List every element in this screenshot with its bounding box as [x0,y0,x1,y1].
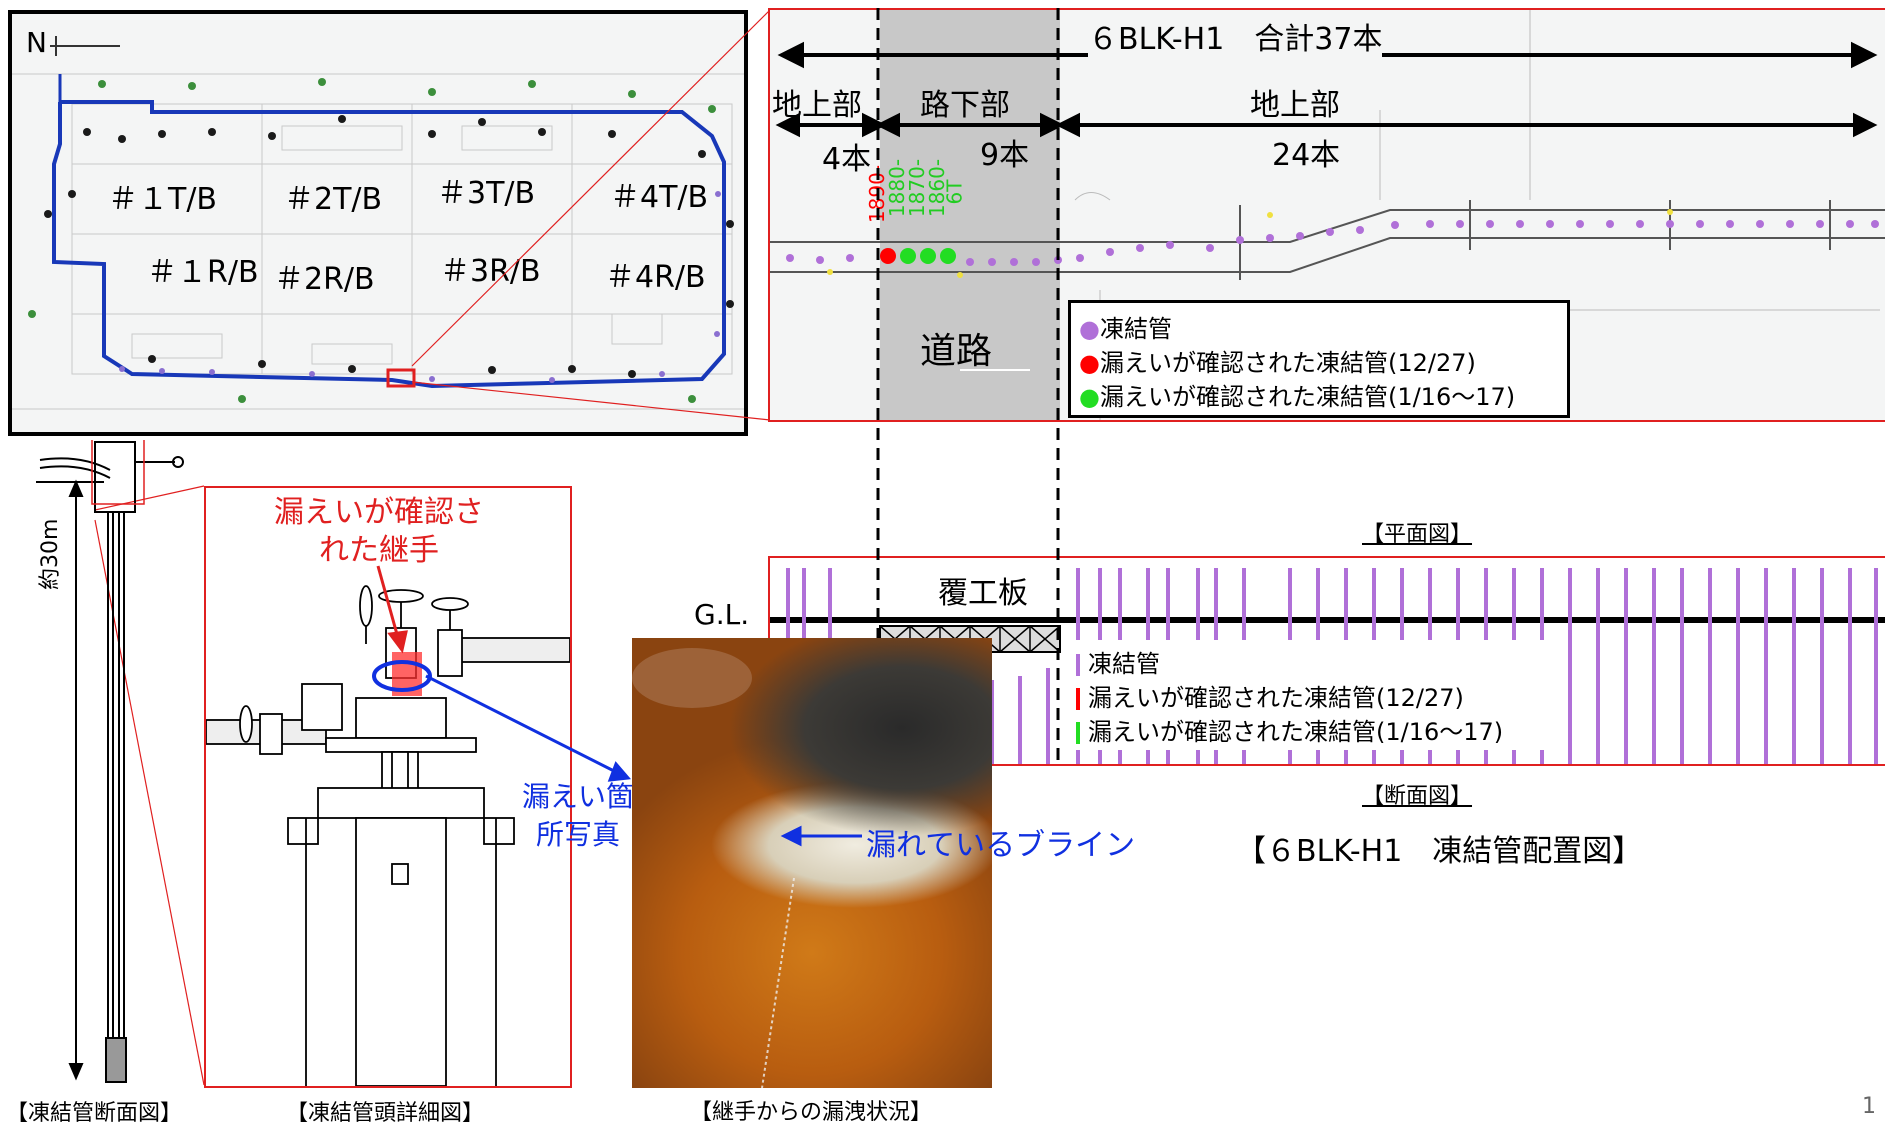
section-legend: 凍結管 漏えいが確認された凍結管(12/27) 漏えいが確認された凍結管(1/1… [1068,640,1558,750]
figure-title: 【６BLK-H1 凍結管配置図】 [1236,834,1643,869]
legend-pipe-marker [1076,654,1080,676]
road-area [880,10,1060,420]
cover-plate-label: 覆工板 [938,568,1028,612]
leak-joint-circle [372,660,432,692]
leak-photo [632,638,992,1088]
site-map-panel: N ＃１T/B ＃2T/B ＃3T/B ＃4T/B ＃１R/B ＃2R/B ＃3… [8,10,748,436]
leak-pipe-jan [940,248,956,264]
highlight-box [386,368,416,388]
photo-caption: 【継手からの漏洩状況】 [690,1100,933,1125]
photo-link-label: 漏えい箇所写真 [521,780,634,851]
head-detail-drawing [206,565,570,1086]
plan-view-panel: ６BLK-H1 合計37本 地上部 4本 路下部 9本 地上部 24本 道路 1… [768,8,1885,422]
ground-level-label: G.L. [694,598,750,631]
right-count: 24本 [1272,138,1341,173]
leak-joint-callout: 漏えいが確認された継手 [274,495,484,568]
legend-leak-jan-marker: ● [1079,383,1100,411]
building-label: ＃2T/B [284,182,383,217]
legend-leak-jan-marker [1076,722,1080,744]
frozen-pipe-dots [786,220,1879,266]
legend-leak-dec-marker [1076,688,1080,710]
under-road-count: 9本 [980,138,1030,173]
left-ground-label: 地上部 [772,88,862,123]
legend-leak-dec-label: 漏えいが確認された凍結管(12/27) [1088,684,1464,712]
right-ground-label: 地上部 [1250,88,1340,123]
building-label: ＃１T/B [108,182,218,217]
building-label: ＃１R/B [147,255,259,290]
building-label: ＃2R/B [274,262,375,297]
building-label: ＃4R/B [605,260,706,295]
road-label: 道路 [920,331,993,372]
pipe-section-drawing [36,440,184,1083]
section-caption: 【断面図】 [1362,784,1473,809]
legend-leak-jan-label: 漏えいが確認された凍結管(1/16～17) [1088,718,1504,746]
plan-legend: ●凍結管 ●漏えいが確認された凍結管(12/27) ●漏えいが確認された凍結管(… [1068,300,1570,418]
leak-pipe-dec [880,248,896,264]
building-label: ＃4T/B [610,180,709,215]
section-view-panel: 覆工板 凍結管 漏えいが確認された凍結管(12/27) 漏えいが確認された凍結管… [768,556,1885,766]
legend-leak-jan-label: 漏えいが確認された凍結管(1/16～17) [1099,383,1516,411]
brine-annotation: 漏れているブライン [866,828,1136,863]
pipe-section-caption: 【凍結管断面図】 [6,1101,183,1126]
leak-pipe-jan [920,248,936,264]
plan-caption: 【平面図】 [1362,522,1473,547]
site-map-drawing [12,36,744,410]
under-road-label: 路下部 [920,88,1010,123]
legend-pipe-label: 凍結管 [1099,315,1172,343]
legend-leak-dec-label: 漏えいが確認された凍結管(12/27) [1099,349,1476,377]
legend-pipe-marker: ● [1079,315,1100,343]
total-label: ６BLK-H1 合計37本 [1088,14,1383,58]
head-detail-caption: 【凍結管頭詳細図】 [286,1101,485,1126]
legend-pipe-label: 凍結管 [1088,650,1160,678]
leak-pipe-jan [900,248,916,264]
legend-leak-dec-marker: ● [1079,349,1100,377]
building-label: ＃3T/B [437,176,536,211]
left-count: 4本 [822,142,872,177]
north-label: N [26,26,47,59]
page-number: 1 [1862,1094,1876,1119]
building-label: ＃3R/B [440,254,541,289]
head-detail-panel: 漏えいが確認された継手 [204,486,572,1088]
